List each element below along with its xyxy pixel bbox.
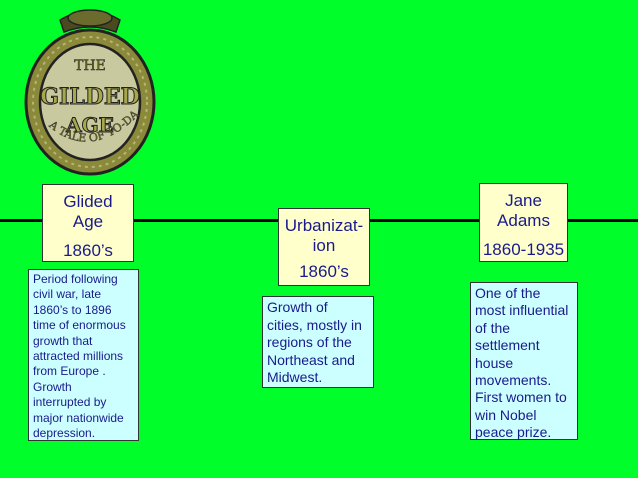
event-title-3: Jane Adams — [497, 191, 550, 230]
event-title-1: Glided Age — [63, 192, 113, 231]
logo-line3: AGE — [65, 113, 114, 137]
event-description-box-2: Growth of cities, mostly in regions of t… — [262, 296, 374, 388]
event-description-1: Period following civil war, late 1860’s … — [33, 272, 126, 441]
event-title-box-1: Glided Age 1860’s — [42, 184, 134, 262]
event-title-box-2: Urbanizat- ion 1860’s — [278, 208, 370, 286]
event-description-3: One of the most influential of the settl… — [475, 285, 569, 441]
event-date-2: 1860’s — [299, 262, 349, 281]
event-date-1: 1860’s — [63, 241, 113, 260]
event-title-2: Urbanizat- ion — [284, 216, 364, 255]
gilded-age-ring-logo: THE GILDED AGE A TALE OF TO-DAY — [20, 4, 156, 176]
event-title-box-3: Jane Adams 1860-1935 — [479, 183, 568, 262]
event-description-2: Growth of cities, mostly in regions of t… — [267, 299, 362, 385]
event-description-box-3: One of the most influential of the settl… — [470, 282, 578, 440]
logo-line2: GILDED — [40, 84, 139, 110]
event-description-box-1: Period following civil war, late 1860’s … — [28, 269, 139, 441]
logo-line1: THE — [74, 58, 106, 74]
event-date-3: 1860-1935 — [482, 240, 565, 259]
